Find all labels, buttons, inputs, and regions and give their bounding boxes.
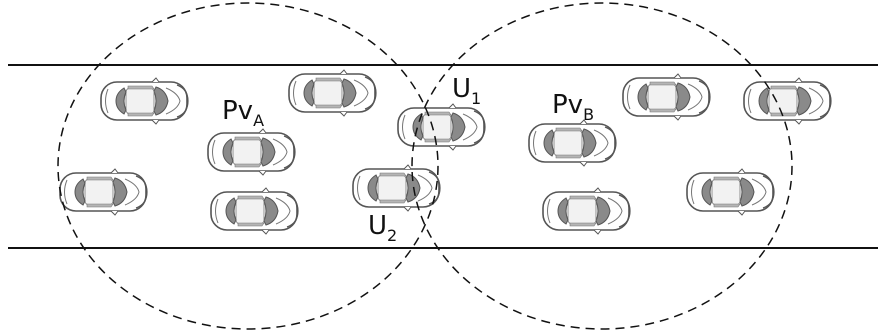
car — [210, 187, 299, 235]
label-pv-b: PvB — [552, 90, 594, 124]
car — [686, 168, 775, 216]
coverage-circle-a — [57, 2, 439, 330]
label-pv-a: PvA — [222, 96, 264, 130]
label-u1: U1 — [452, 74, 481, 108]
car — [622, 73, 711, 121]
car — [542, 187, 631, 235]
car — [397, 103, 486, 151]
car — [743, 77, 832, 125]
car — [100, 77, 189, 125]
car — [59, 168, 148, 216]
car — [528, 119, 617, 167]
coverage-circle-b — [411, 2, 793, 330]
car — [288, 69, 377, 117]
car — [207, 128, 296, 176]
car — [352, 164, 441, 212]
label-u2: U2 — [368, 211, 397, 245]
